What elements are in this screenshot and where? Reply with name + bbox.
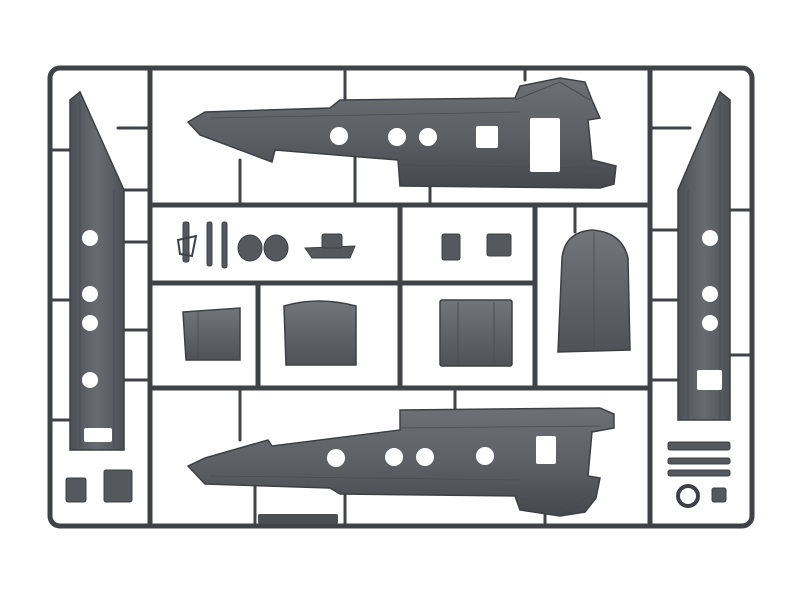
window-hole	[697, 370, 722, 390]
small-parts-bottom-right	[667, 441, 731, 508]
porthole-hole	[327, 449, 345, 467]
porthole-hole	[702, 315, 718, 331]
porthole-hole	[419, 128, 437, 146]
small-disc-part	[237, 234, 263, 262]
left-side-panel	[69, 90, 125, 451]
porthole-hole	[82, 315, 98, 331]
small-parts-row	[176, 221, 512, 269]
sprue-frame	[47, 65, 755, 529]
curved-panel-1	[182, 307, 241, 361]
fuselage-half-bottom	[186, 407, 615, 517]
small-disc-part	[263, 234, 289, 262]
small-block-part	[441, 233, 461, 261]
porthole-hole	[416, 448, 434, 466]
door-opening	[530, 118, 560, 172]
canopy-shell-part	[557, 229, 631, 353]
porthole-hole	[385, 448, 403, 466]
ring-part	[676, 484, 700, 508]
small-block-part	[486, 233, 512, 257]
sprue-outer-frame	[47, 65, 755, 529]
porthole-hole	[82, 286, 98, 302]
small-parts-bottom-left	[65, 469, 133, 503]
window-hole	[476, 126, 498, 148]
porthole-hole	[476, 447, 494, 465]
porthole-hole	[702, 230, 718, 246]
sprue-gates	[48, 66, 754, 528]
porthole-hole	[82, 230, 98, 246]
window-hole	[536, 436, 556, 464]
fuselage-half-top	[186, 77, 617, 189]
porthole-hole	[330, 127, 348, 145]
ribbed-panel	[439, 299, 513, 367]
right-side-panel	[677, 90, 731, 421]
window-hole	[84, 428, 112, 442]
porthole-hole	[82, 372, 98, 388]
porthole-hole	[388, 128, 406, 146]
curved-panel-2	[283, 300, 357, 366]
sprue-tab	[258, 514, 338, 524]
porthole-hole	[702, 286, 718, 302]
